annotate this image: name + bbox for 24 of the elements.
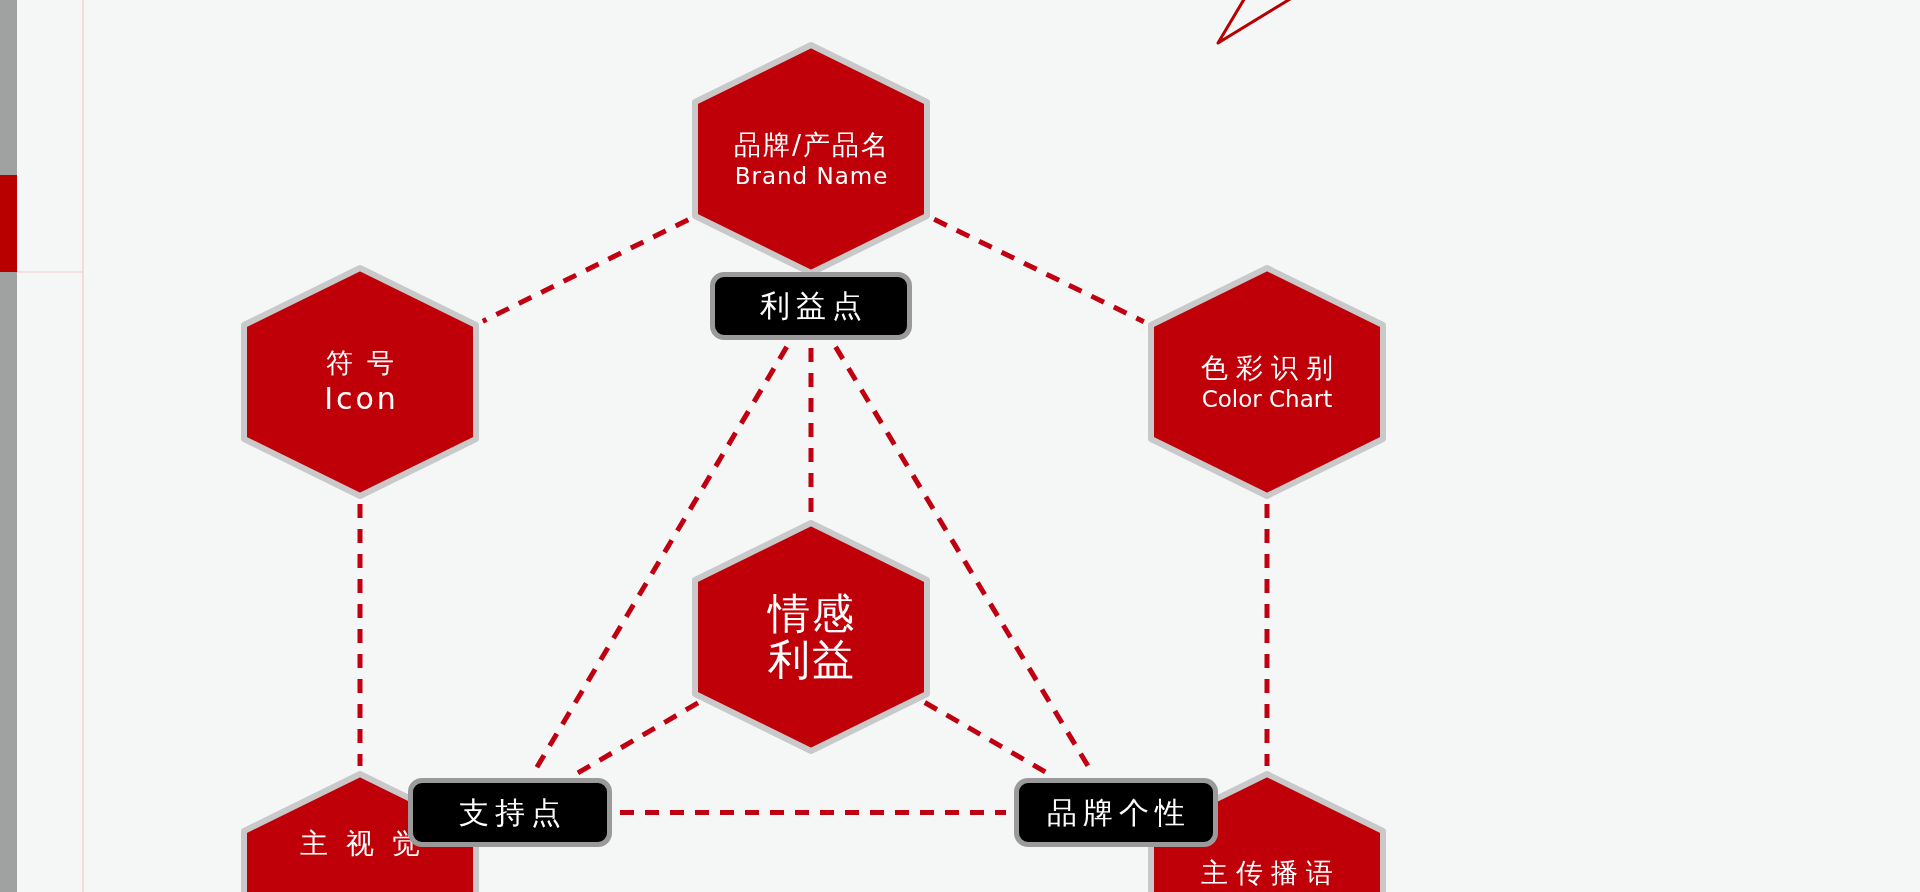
dashed-connector xyxy=(574,700,700,777)
node-label: 利益点 xyxy=(760,287,868,325)
hexagon-node xyxy=(244,268,476,496)
dashed-connector xyxy=(808,348,814,515)
node-label: 品牌/产品名 xyxy=(733,127,891,162)
dashed-connector xyxy=(933,217,1145,324)
dashed-connector xyxy=(481,217,690,324)
hexagon-node xyxy=(695,523,927,751)
node-label: Icon xyxy=(324,380,399,418)
node-label: 品牌个性 xyxy=(1047,793,1191,832)
node-label: 符号 xyxy=(326,346,408,381)
hexagon-node xyxy=(1151,268,1383,496)
dashed-connector xyxy=(620,810,1006,815)
node-label: 色彩识别 xyxy=(1201,350,1341,385)
node-label: 主传播语 xyxy=(1201,856,1341,890)
label-tag xyxy=(710,272,912,340)
node-label: 支持点 xyxy=(459,793,567,832)
node-label: Brand Name xyxy=(734,161,889,191)
node-label: 情感利益 xyxy=(766,590,857,684)
label-tag xyxy=(1014,778,1218,847)
node-label: Color Chart xyxy=(1201,384,1333,414)
dashed-connector xyxy=(357,504,363,766)
dashed-connector xyxy=(1264,504,1270,766)
hexagon-node xyxy=(695,45,927,273)
